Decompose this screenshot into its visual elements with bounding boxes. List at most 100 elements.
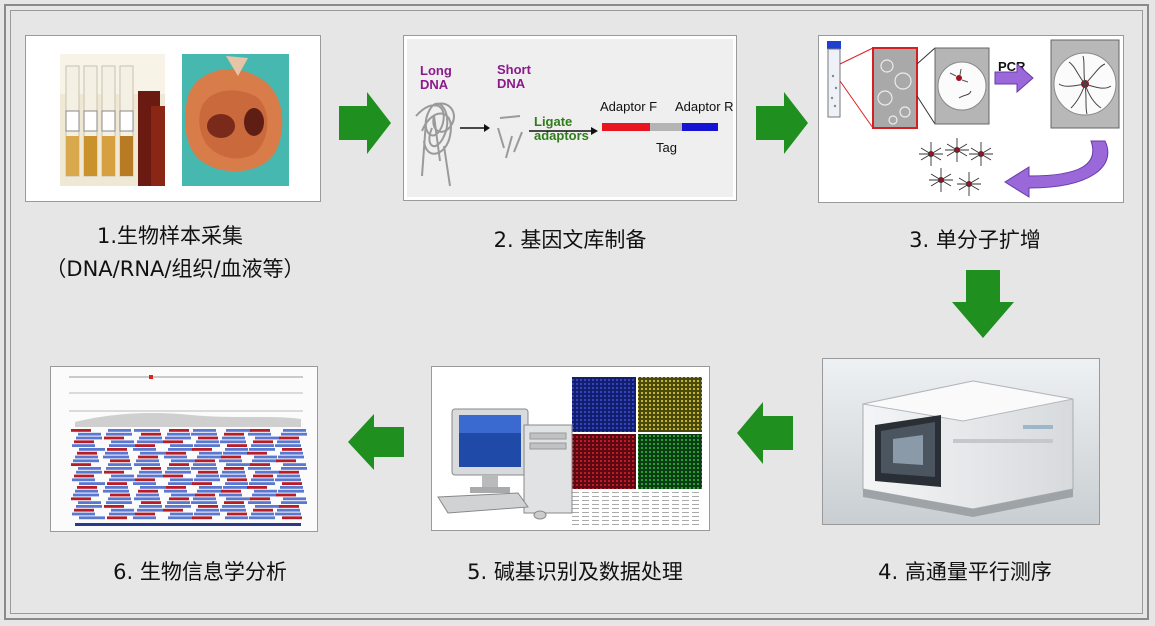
- aligned-read: [136, 459, 159, 463]
- aligned-read: [219, 459, 242, 463]
- step-6-caption: 6. 生物信息学分析: [113, 560, 287, 584]
- aligned-read: [227, 444, 247, 447]
- aligned-read: [110, 459, 130, 463]
- aligned-read: [199, 451, 222, 455]
- aligned-read: [104, 470, 124, 474]
- aligned-read: [139, 470, 162, 474]
- aligned-read: [227, 478, 247, 482]
- aligned-read: [275, 444, 301, 447]
- step-2-caption: 2. 基因文库制备: [493, 228, 647, 252]
- aligned-read: [249, 448, 275, 451]
- aligned-read: [254, 489, 277, 493]
- adaptor-r-label: Adaptor R: [675, 99, 734, 114]
- aligned-read: [103, 489, 129, 493]
- aligned-read: [226, 429, 252, 432]
- aligned-read: [105, 486, 128, 489]
- aligned-read: [71, 463, 91, 466]
- flow-arrow-4-to-5: [737, 402, 793, 464]
- aligned-read: [194, 512, 220, 516]
- aligned-read: [138, 455, 158, 459]
- aligned-read: [199, 486, 222, 489]
- aligned-read: [77, 451, 97, 455]
- aligned-read: [220, 474, 246, 478]
- aligned-read: [198, 505, 218, 508]
- aligned-read: [280, 486, 303, 489]
- aligned-read: [163, 508, 183, 512]
- aligned-read: [195, 459, 215, 463]
- aligned-read: [193, 429, 216, 432]
- aligned-read: [76, 505, 102, 508]
- aligned-read: [247, 451, 267, 455]
- aligned-read: [163, 440, 183, 444]
- aligned-read: [195, 493, 215, 497]
- aligned-read: [198, 470, 218, 474]
- flow-arrow-1-to-2: [339, 92, 391, 154]
- aligned-read: [163, 474, 183, 478]
- aligned-read: [191, 501, 217, 504]
- ligate-label-line1: Ligate: [534, 114, 573, 129]
- aligned-read: [133, 516, 156, 520]
- library-prep-background: [407, 39, 733, 197]
- flow-arrow-5-to-6: [348, 414, 404, 470]
- step-1-subcaption: （DNA/RNA/组织/血液等）: [45, 257, 305, 281]
- aligned-read: [111, 474, 134, 478]
- bioinformatics-panel: [50, 366, 318, 532]
- aligned-read: [72, 512, 95, 516]
- aligned-read: [226, 497, 252, 501]
- aligned-read: [224, 501, 244, 504]
- aligned-read: [251, 478, 274, 482]
- aligned-read: [249, 482, 275, 485]
- aligned-read: [106, 501, 132, 504]
- aligned-read: [222, 470, 245, 474]
- aligned-read: [106, 467, 132, 470]
- aligned-read: [193, 463, 216, 466]
- aligned-read: [72, 478, 95, 482]
- aligned-read: [283, 429, 306, 432]
- tag-label: Tag: [656, 140, 677, 155]
- aligned-read: [141, 467, 161, 470]
- aligned-read: [79, 516, 105, 520]
- aligned-read: [169, 497, 189, 501]
- aligned-read: [250, 463, 270, 466]
- aligned-read: [139, 436, 162, 440]
- aligned-read: [247, 486, 267, 489]
- aligned-read: [107, 516, 127, 520]
- aligned-read: [170, 512, 193, 516]
- base-calling-image: [437, 377, 702, 527]
- aligned-read: [275, 512, 301, 516]
- aligned-read: [166, 451, 186, 455]
- aligned-read: [193, 497, 216, 501]
- aligned-read: [224, 432, 244, 436]
- aligned-read: [225, 516, 248, 520]
- aligned-read: [72, 444, 95, 447]
- aligned-read: [279, 505, 299, 508]
- aligned-read: [281, 501, 307, 504]
- aligned-read: [253, 474, 273, 478]
- aligned-read: [140, 451, 166, 455]
- aligned-read: [78, 432, 101, 436]
- aligned-read: [197, 489, 223, 493]
- aligned-read: [75, 455, 98, 459]
- aligned-read: [221, 455, 241, 459]
- aligned-read: [251, 444, 274, 447]
- aligned-read: [77, 486, 97, 489]
- short-dna-label-line2: DNA: [497, 76, 526, 91]
- aligned-read: [165, 470, 191, 474]
- aligned-read: [106, 432, 132, 436]
- aligned-read: [141, 432, 161, 436]
- aligned-read: [222, 436, 245, 440]
- aligned-read: [136, 493, 159, 497]
- aligned-read: [78, 467, 101, 470]
- aligned-read: [278, 489, 304, 493]
- aligned-read: [196, 508, 219, 512]
- aligned-read: [79, 482, 105, 485]
- sequencer-panel: [822, 358, 1100, 525]
- aligned-read: [198, 436, 218, 440]
- aligned-read: [223, 451, 249, 455]
- aligned-read: [171, 459, 197, 463]
- aligned-read: [137, 474, 163, 478]
- aligned-read: [255, 505, 281, 508]
- aligned-read: [192, 448, 212, 451]
- aligned-read: [103, 455, 129, 459]
- base-calling-panel: [431, 366, 710, 531]
